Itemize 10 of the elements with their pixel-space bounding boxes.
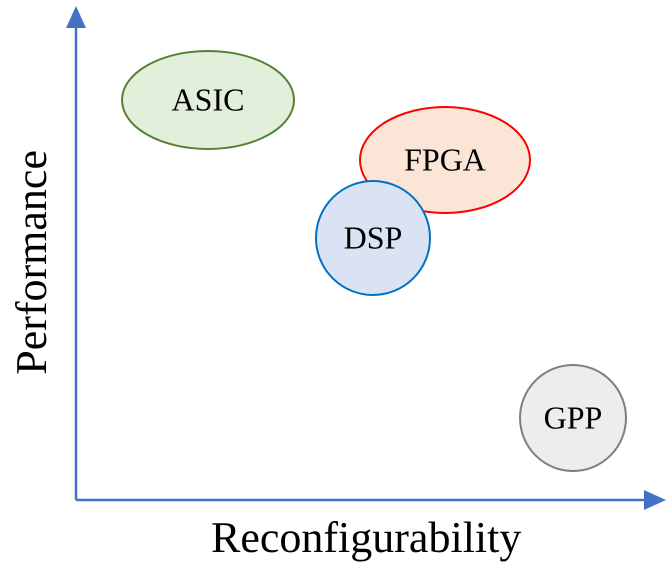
- y-axis-title: Performance: [6, 150, 57, 374]
- ellipse-node: [121, 50, 295, 150]
- node-label: DSP: [342, 220, 404, 256]
- circle-node: [315, 180, 431, 296]
- circle-node: [519, 364, 627, 472]
- x-axis-title: Reconfigurability: [211, 512, 522, 563]
- node-label: GPP: [542, 400, 604, 436]
- node-label: FPGA: [403, 142, 487, 178]
- ellipse-node: [359, 106, 531, 214]
- node-label: ASIC: [170, 82, 246, 118]
